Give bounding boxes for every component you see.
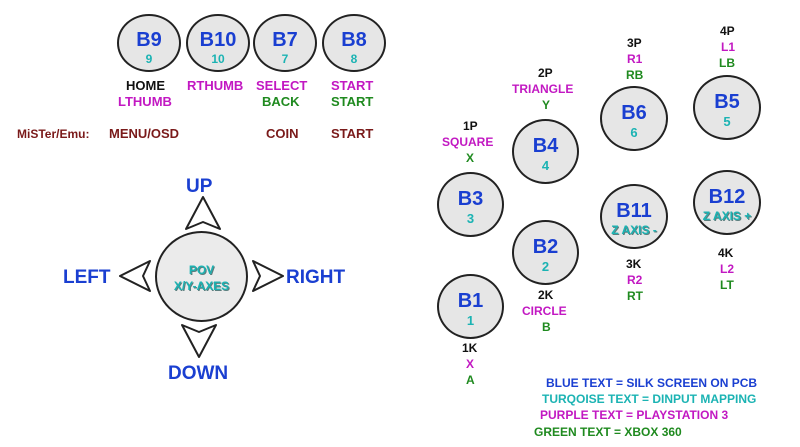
emu-coin: COIN [266,126,299,141]
b6-tag-xbox: RB [626,68,644,82]
button-b2: B2 2 [512,220,579,285]
button-b10: B10 10 [186,14,250,72]
b11-tag-ps3: R2 [627,273,643,287]
b4-tag-ps3: TRIANGLE [512,82,574,96]
button-b10-number: 10 [211,52,225,66]
b12-tag-ps3: L2 [720,262,735,276]
button-b3-number: 3 [466,211,475,226]
arrow-left-icon [119,260,151,292]
b10-label-rthumb: RTHUMB [187,78,244,93]
button-b11-axis: Z AXIS - [611,223,657,237]
button-b4-code: B4 [532,135,559,157]
arrow-down-icon [181,324,217,358]
emu-menu-osd: MENU/OSD [109,126,180,141]
button-b7: B7 7 [253,14,317,72]
b11-tag-xbox: RT [627,289,643,303]
arrow-right-icon [252,260,284,292]
b11-tag-arcade: 3K [626,257,642,271]
b5-tag-xbox: LB [719,56,735,70]
b3-tag-ps3: SQUARE [442,135,494,149]
button-b9: B9 9 [117,14,181,72]
button-b5: B5 5 [693,75,761,140]
button-b7-code: B7 [272,29,298,51]
emu-start: START [331,126,374,141]
emu-label: MiSTer/Emu: [17,127,90,141]
b9-label-lthumb: LTHUMB [118,94,172,109]
b8-label-start-xbox: START [331,94,374,109]
button-b11: B11 Z AXIS - [600,184,668,249]
arrow-up-icon [185,196,221,230]
button-b10-code: B10 [199,29,237,51]
b2-tag-xbox: B [542,320,551,334]
b2-tag-ps3: CIRCLE [522,304,567,318]
button-b8: B8 8 [322,14,386,72]
b6-tag-arcade: 3P [627,36,642,50]
dpad-up-label: UP [186,176,213,197]
button-b3: B3 3 [437,172,504,237]
button-b2-number: 2 [541,259,550,274]
button-b2-code: B2 [532,236,559,258]
b1-tag-ps3: X [466,357,475,371]
b8-label-start-ps3: START [331,78,374,93]
b3-tag-arcade: 1P [463,119,478,133]
button-b5-code: B5 [714,91,740,113]
button-b12-axis: Z AXIS + [702,209,752,223]
button-b9-number: 9 [145,52,153,66]
button-b9-code: B9 [136,29,162,51]
legend-purple: PURPLE TEXT = PLAYSTATION 3 [540,408,729,422]
button-b1: B1 1 [437,274,504,339]
legend-blue: BLUE TEXT = SILK SCREEN ON PCB [546,376,758,390]
button-b1-code: B1 [457,290,484,312]
b9-label-home: HOME [126,78,165,93]
b7-label-select: SELECT [256,78,308,93]
dpad-right-label: RIGHT [286,267,346,288]
b4-tag-xbox: Y [542,98,551,112]
b4-tag-arcade: 2P [538,66,553,80]
button-b8-code: B8 [341,29,367,51]
legend-turquoise: TURQOISE TEXT = DINPUT MAPPING [542,392,757,406]
b1-tag-arcade: 1K [462,341,478,355]
dpad-center-line2: X/Y-AXES [173,279,230,293]
button-b3-code: B3 [457,188,484,210]
b6-tag-ps3: R1 [627,52,643,66]
b5-tag-arcade: 4P [720,24,735,38]
button-b6: B6 6 [600,86,668,151]
button-b6-number: 6 [630,125,638,140]
b12-tag-xbox: LT [720,278,734,292]
button-b5-number: 5 [723,114,731,129]
button-b4: B4 4 [512,119,579,184]
button-b12-code: B12 [708,186,746,208]
b3-tag-xbox: X [466,151,475,165]
dpad-center-line1: POV [188,263,215,277]
legend-green: GREEN TEXT = XBOX 360 [534,425,682,439]
button-b7-number: 7 [281,52,289,66]
button-b4-number: 4 [541,158,550,173]
button-b12: B12 Z AXIS + [693,170,761,235]
b1-tag-xbox: A [466,373,475,387]
button-b1-number: 1 [466,313,475,328]
button-b8-number: 8 [350,52,358,66]
button-b11-code: B11 [616,200,652,222]
dpad-left-label: LEFT [63,267,111,288]
dpad-down-label: DOWN [168,363,229,384]
button-b6-code: B6 [621,102,647,124]
b5-tag-ps3: L1 [721,40,736,54]
b2-tag-arcade: 2K [538,288,554,302]
dpad-center: POV X/Y-AXES [155,231,248,322]
b7-label-back: BACK [262,94,300,109]
b12-tag-arcade: 4K [718,246,734,260]
